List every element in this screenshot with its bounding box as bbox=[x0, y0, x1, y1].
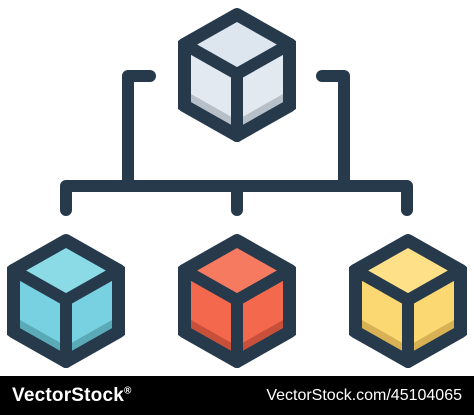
illustration-canvas bbox=[7, 8, 467, 368]
cube-bottom-left bbox=[7, 234, 125, 368]
vectorstock-logo: VectorStock® bbox=[12, 385, 132, 407]
watermark-footer: VectorStock® VectorStock.com/45104065 bbox=[0, 376, 474, 415]
cube-bottom-right bbox=[349, 234, 467, 368]
hierarchy-connector-lines bbox=[60, 70, 413, 216]
image-id-url: VectorStock.com/45104065 bbox=[266, 386, 462, 404]
connector-right-bracket bbox=[316, 70, 350, 189]
logo-text: VectorStock bbox=[12, 384, 125, 406]
registered-mark: ® bbox=[124, 385, 132, 397]
connector-left-bracket bbox=[122, 70, 156, 189]
cube-top bbox=[178, 8, 296, 142]
hierarchy-cubes-icon bbox=[7, 8, 467, 368]
cube-bottom-middle bbox=[178, 234, 296, 368]
